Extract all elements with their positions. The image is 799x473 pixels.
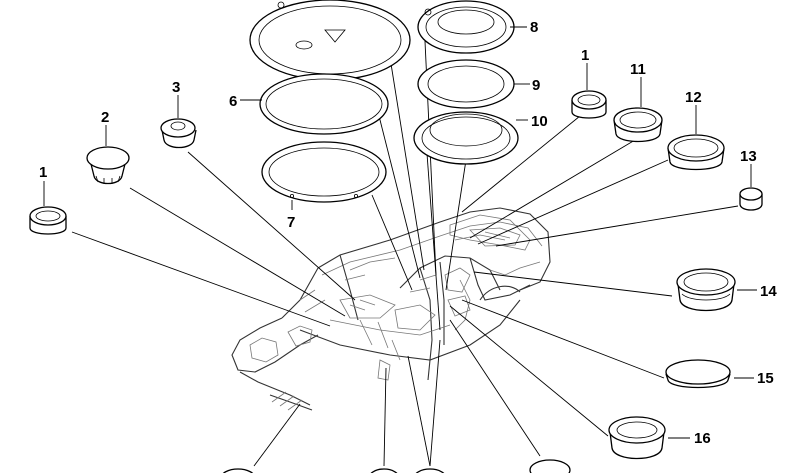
part-15-flat-plug — [665, 359, 731, 389]
callout-2: 2 — [101, 109, 109, 126]
part-3-grommet — [160, 118, 197, 149]
callout-8: 8 — [530, 19, 538, 36]
part-1-grommet-right — [571, 90, 607, 119]
part-10-ring — [413, 111, 519, 165]
part-1-grommet-left — [29, 206, 67, 235]
part-6-large-oval-cover — [249, 0, 411, 81]
callout-1-right: 1 — [581, 47, 589, 64]
label-ticks — [43, 26, 757, 439]
callout-11: 11 — [630, 61, 646, 78]
part-9-ring — [417, 59, 515, 109]
part-6-oval-gasket — [259, 73, 389, 135]
callout-9: 9 — [532, 77, 540, 94]
part-2-grommet — [86, 146, 130, 185]
callout-labels: 1 2 3 6 7 8 9 10 1 11 12 13 14 15 16 — [39, 19, 777, 447]
callout-10: 10 — [531, 113, 548, 130]
callout-1-left: 1 — [39, 164, 47, 181]
callout-12: 12 — [685, 89, 702, 106]
callout-13: 13 — [740, 148, 757, 165]
part-13-plug — [739, 187, 763, 211]
callout-15: 15 — [757, 370, 774, 387]
part-16-grommet — [608, 416, 666, 460]
part-14-grommet — [676, 268, 736, 312]
car-body-shell — [231, 207, 551, 411]
callout-16: 16 — [694, 430, 711, 447]
part-12-grommet — [667, 134, 725, 171]
callout-3: 3 — [172, 79, 180, 96]
bottom-partial-grommets — [222, 459, 571, 473]
callout-6: 6 — [229, 93, 237, 110]
callout-7: 7 — [287, 214, 295, 231]
callout-14: 14 — [760, 283, 777, 300]
part-7-oval-frame — [261, 141, 387, 203]
part-8-round-cover — [417, 0, 515, 54]
part-11-grommet — [613, 107, 663, 143]
